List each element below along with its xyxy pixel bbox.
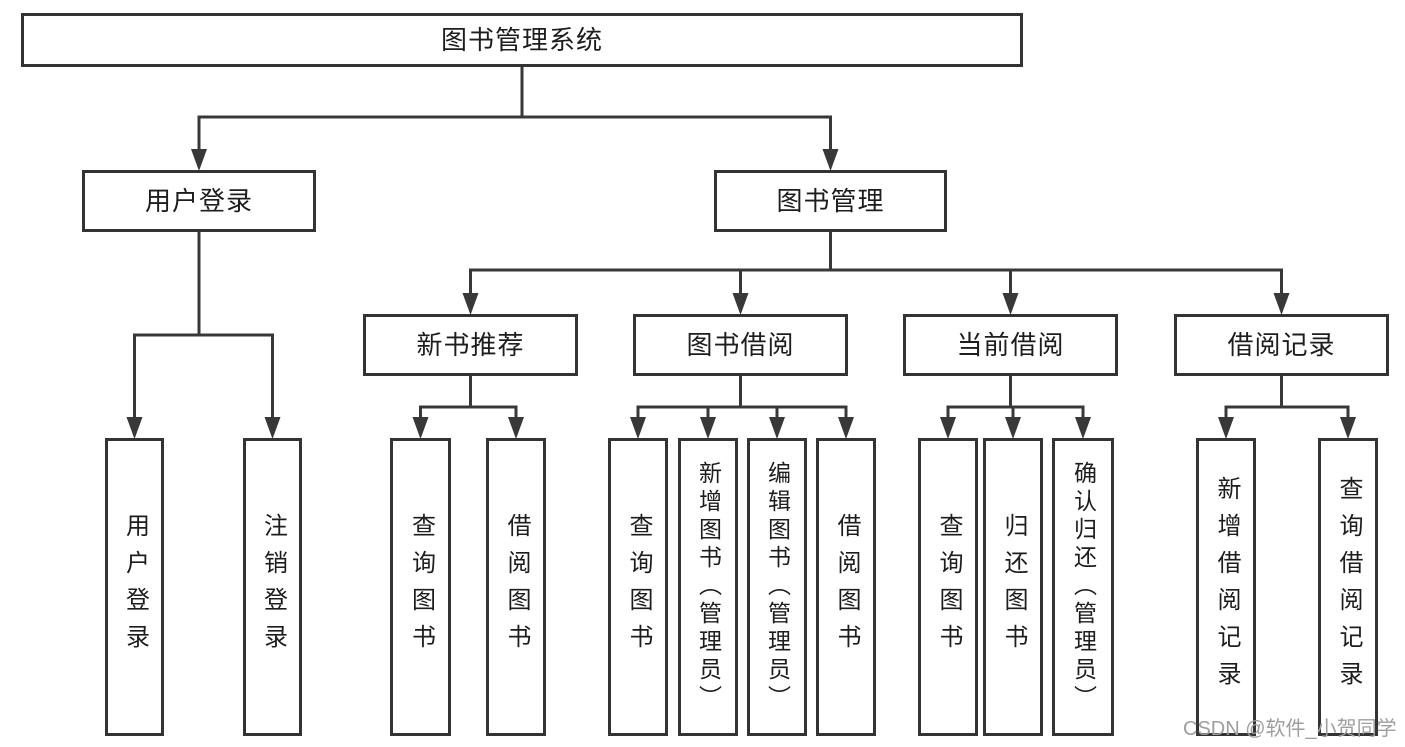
node-label: 用户登录 [144,186,253,216]
arrowhead-icon [822,149,839,171]
node-v-cb-return: 归还图书 [983,438,1043,736]
arrowhead-icon [1005,417,1021,439]
node-label: 查询图书 [935,513,962,661]
node-label: 归还图书 [1000,513,1027,661]
node-v-bb-query: 查询图书 [608,438,668,736]
node-label: 编辑图书（管理员） [764,461,791,713]
node-label: 新增借阅记录 [1213,476,1240,698]
node-v-br-query: 查询借阅记录 [1318,438,1378,736]
node-borrow-records: 借阅记录 [1174,314,1389,376]
arrowhead-icon [1273,293,1290,315]
node-root: 图书管理系统 [21,13,1023,67]
node-v-bb-edit: 编辑图书（管理员） [747,438,807,736]
arrowhead-icon [1340,417,1356,439]
node-label: 图书管理系统 [440,25,603,55]
watermark: CSDN @软件_小贺同学 [1183,718,1397,740]
arrowhead-icon [732,293,749,315]
node-new-book-rec: 新书推荐 [363,314,578,376]
node-label: 借阅图书 [503,513,530,661]
node-label: 借阅记录 [1227,330,1336,360]
node-user-login: 用户登录 [82,170,316,232]
node-v-rec-borrow: 借阅图书 [486,438,546,736]
node-label: 当前借阅 [956,330,1065,360]
node-label: 用户登录 [121,513,149,661]
node-label: 新增图书（管理员） [695,461,722,713]
node-v-login: 用户登录 [105,438,164,736]
node-label: 借阅图书 [833,513,860,661]
arrowhead-icon [126,417,143,439]
node-current-borrow: 当前借阅 [903,314,1118,376]
node-book-borrow: 图书借阅 [633,314,848,376]
node-v-cb-query: 查询图书 [918,438,978,736]
arrowhead-icon [508,417,524,439]
arrowhead-icon [940,417,956,439]
node-label: 查询图书 [625,513,652,661]
arrowhead-icon [1075,417,1091,439]
node-label: 新书推荐 [416,330,525,360]
arrowhead-icon [412,417,429,439]
arrowhead-icon [1002,293,1019,315]
node-v-rec-query: 查询图书 [390,438,451,736]
arrowhead-icon [838,417,854,439]
arrowhead-icon [769,417,785,439]
node-v-logout: 注销登录 [243,438,302,736]
arrowhead-icon [630,417,646,439]
node-v-bb-add: 新增图书（管理员） [678,438,738,736]
node-label: 查询借阅记录 [1335,476,1362,698]
node-label: 确认归还（管理员） [1070,461,1097,713]
arrowhead-icon [462,293,479,315]
node-label: 图书借阅 [686,330,795,360]
node-label: 查询图书 [407,513,435,661]
node-v-br-add: 新增借阅记录 [1196,438,1256,736]
arrowhead-icon [191,149,207,171]
arrowhead-icon [700,417,716,439]
arrowhead-icon [264,417,281,439]
node-book-mgmt: 图书管理 [714,170,947,232]
node-v-cb-confirm: 确认归还（管理员） [1052,438,1114,736]
node-label: 图书管理 [776,186,885,216]
node-label: 注销登录 [259,513,287,661]
arrowhead-icon [1218,417,1234,439]
node-v-bb-borrow: 借阅图书 [816,438,876,736]
